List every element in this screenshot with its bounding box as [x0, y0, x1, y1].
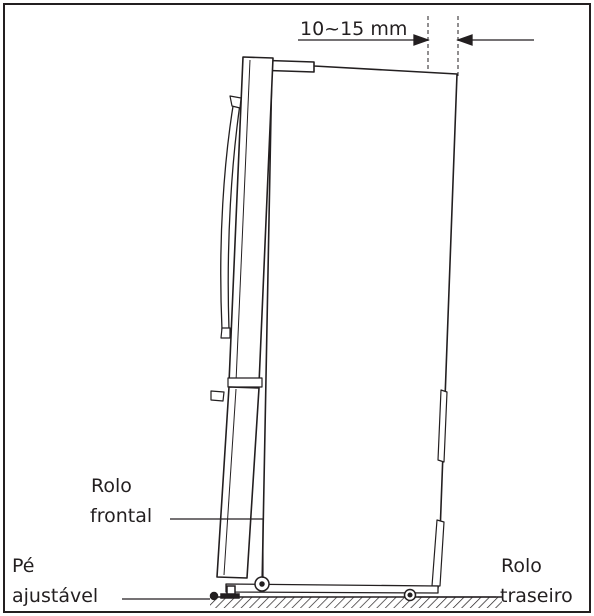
- lower-door-handle: [210, 390, 225, 402]
- dimension-arrows: [298, 34, 534, 46]
- dimension-label: 10~15 mm: [300, 18, 407, 40]
- front-roller-label-line1: Rolo: [91, 475, 132, 497]
- middle-hinge: [227, 377, 263, 388]
- floor: [210, 596, 502, 608]
- rear-roller-label-line1: Rolo: [501, 555, 542, 577]
- rear-bracket: [437, 389, 448, 463]
- adjustable-foot-label-line2: ajustável: [12, 585, 98, 607]
- leader-lines: [122, 518, 496, 600]
- front-roller: [254, 576, 270, 592]
- base-rail: [225, 583, 439, 594]
- front-roller-label-line2: frontal: [90, 505, 152, 527]
- lower-door: [216, 386, 260, 579]
- adjustable-foot-label-line1: Pé: [12, 555, 34, 577]
- refrigerator: [210, 56, 458, 594]
- rear-roller-label-line2: traseiro: [500, 585, 573, 607]
- cabinet-side: [261, 61, 458, 589]
- rear-roller: [403, 588, 417, 602]
- rear-machine-compartment: [431, 519, 445, 587]
- adjustable-foot: [209, 585, 240, 601]
